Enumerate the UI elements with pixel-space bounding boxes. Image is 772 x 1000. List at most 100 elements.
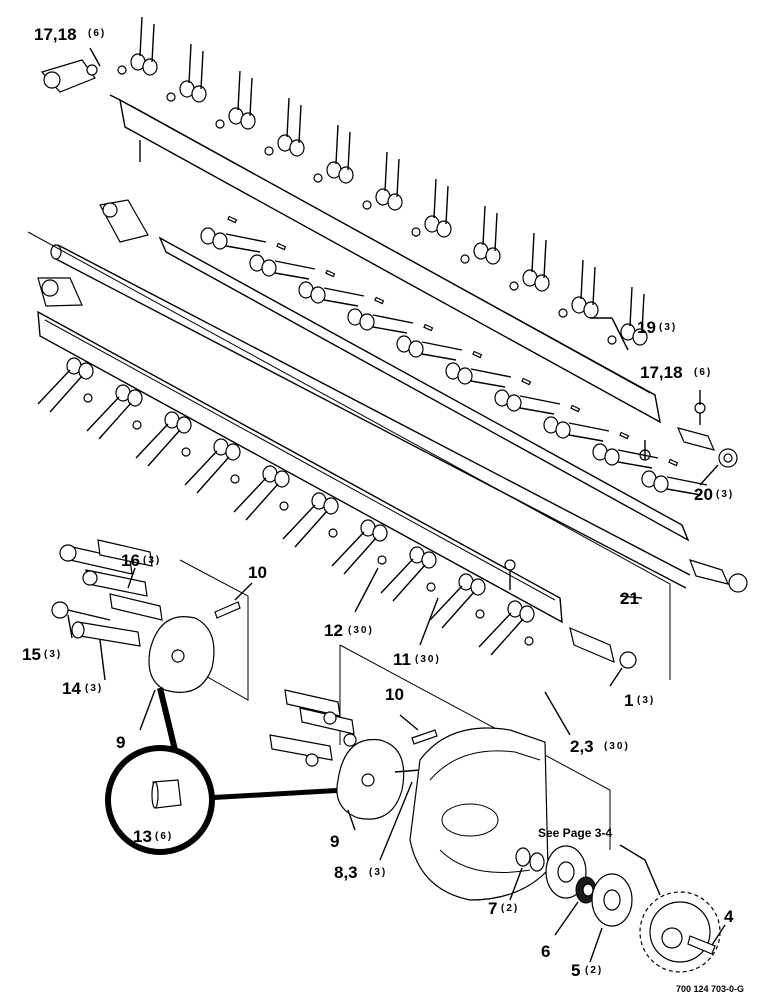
svg-text:5: 5 [571, 961, 580, 980]
svg-text:(3): (3) [659, 322, 677, 333]
svg-text:(3): (3) [637, 695, 655, 706]
left-cam-bushings [51, 539, 163, 647]
shaft-end-left-top [40, 59, 141, 162]
svg-text:20: 20 [694, 485, 713, 504]
tine-clip [619, 431, 630, 440]
tine-nut [279, 501, 289, 511]
shaft-end-left-mid [99, 199, 149, 243]
spring-coil [583, 301, 599, 319]
svg-text:(3): (3) [143, 555, 161, 566]
spring-coil [78, 362, 94, 380]
callout-13: 13 (6) [133, 827, 173, 846]
svg-text:(2): (2) [585, 965, 603, 976]
spring-coil [519, 605, 535, 623]
flange-plate [591, 873, 633, 927]
tine [429, 573, 486, 629]
spring-coil [555, 421, 571, 439]
chain-case-housing [409, 727, 549, 901]
svg-text:(6): (6) [155, 831, 173, 842]
callout-4: 4 [724, 907, 734, 926]
spring-coil [225, 443, 241, 461]
tine-clip [325, 269, 336, 278]
spring-coil [408, 340, 424, 358]
tine-nut [132, 420, 142, 430]
callout-15: 15 (3) [22, 645, 62, 664]
spring-coil [289, 139, 305, 157]
spring-coil [387, 193, 403, 211]
tine [313, 124, 354, 184]
tine [396, 323, 463, 361]
callout-16: 16 (3) [121, 551, 161, 570]
svg-text:1: 1 [624, 691, 633, 710]
svg-text:17,18: 17,18 [34, 25, 77, 44]
tine [37, 357, 94, 413]
leader-lines [67, 47, 726, 963]
callout-10-left: 10 [248, 563, 267, 582]
svg-text:(6): (6) [88, 28, 106, 39]
svg-text:11: 11 [393, 650, 411, 669]
bottom-row-tines [37, 357, 535, 656]
tine-nut [328, 528, 338, 538]
svg-text:6: 6 [541, 942, 550, 961]
tine [592, 431, 659, 469]
tine-nut [264, 146, 274, 156]
svg-text:17,18: 17,18 [640, 363, 683, 382]
lower-cam-plate [336, 729, 438, 820]
detail-magnifier [105, 687, 346, 855]
svg-text:(3): (3) [44, 649, 62, 660]
callout-19: 19 (3) [637, 318, 677, 337]
svg-text:9: 9 [116, 733, 125, 752]
callout-6: 6 [541, 942, 550, 961]
svg-text:(30): (30) [604, 741, 630, 752]
tine-clip [374, 296, 385, 305]
middle-row-tines [200, 215, 708, 496]
tine-nut [558, 308, 568, 318]
tine [558, 259, 599, 319]
svg-text:10: 10 [385, 685, 404, 704]
callout-5: 5 (2) [571, 961, 603, 980]
svg-text:(30): (30) [348, 625, 374, 636]
key-pin [687, 935, 716, 955]
spring-coil [372, 524, 388, 542]
tine [347, 296, 414, 334]
tine [86, 384, 143, 440]
spring-coil [191, 85, 207, 103]
svg-text:9: 9 [330, 832, 339, 851]
svg-text:21: 21 [620, 589, 639, 608]
tine [184, 438, 241, 494]
svg-text:(6): (6) [694, 367, 712, 378]
spring-coil [310, 286, 326, 304]
svg-text:15: 15 [22, 645, 41, 664]
callout-8-3: 8,3 (3) [334, 863, 385, 882]
spring-coil [359, 313, 375, 331]
tine [445, 350, 512, 388]
spring-coil [485, 247, 501, 265]
callout-20: 20 (3) [694, 485, 732, 504]
tine-nut [230, 474, 240, 484]
callout-2-3: 2,3 (30) [570, 737, 630, 756]
see-page-note: See Page 3-4 [538, 826, 612, 840]
spring-coil [653, 475, 669, 493]
drawing-reference-number: 700 124 703-0-G [676, 984, 744, 994]
tine [460, 205, 501, 265]
bearing [575, 876, 597, 904]
callout-17-18-right: 17,18 (6) [640, 363, 712, 382]
tine-nut [411, 227, 421, 237]
spring-coil [261, 259, 277, 277]
spring-coil [604, 448, 620, 466]
tine-nut [524, 636, 534, 646]
tine [380, 546, 437, 602]
tine [543, 404, 610, 442]
spring-coil [457, 367, 473, 385]
tine-nut [460, 254, 470, 264]
tine-clip [472, 350, 483, 359]
callout-14: 14 (3) [62, 679, 103, 698]
spring-coil [274, 470, 290, 488]
tine [641, 458, 708, 496]
callout-10-lower: 10 [385, 685, 404, 704]
spring-coil [470, 578, 486, 596]
svg-text:(3): (3) [85, 683, 103, 694]
tine [135, 411, 192, 467]
tine [166, 43, 207, 103]
